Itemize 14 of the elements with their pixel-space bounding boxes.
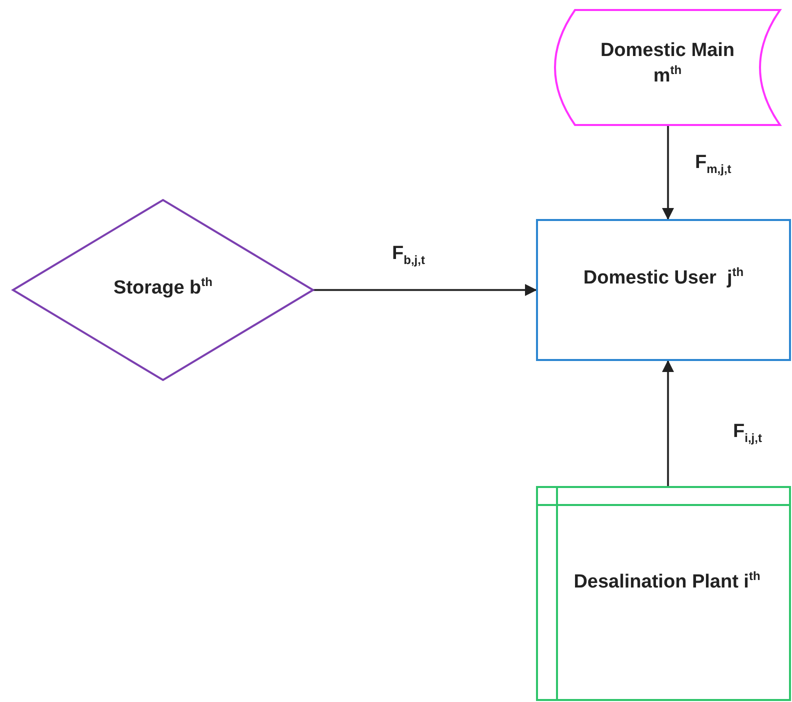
node-label: Domestic Main m$^{th}$ (599, 40, 736, 88)
decision-diamond (13, 200, 313, 380)
node-label: Domestic User j$^{th}$ (582, 265, 745, 290)
arrow (313, 284, 537, 296)
edge-label: F$_{m,j,t}$ (693, 152, 734, 176)
edge-label: F$_{b,j,t}$ (390, 243, 427, 267)
process-box (537, 220, 790, 360)
stored-data-shape (555, 10, 780, 125)
internal-storage-box (537, 487, 790, 700)
node-label: Desalination Plant i$^{th}$ (572, 569, 762, 594)
arrow (662, 360, 674, 487)
arrow (662, 125, 674, 220)
edge-label: F$_{i,j,t}$ (731, 421, 764, 445)
node-label: Storage b$^{th}$ (112, 275, 214, 300)
